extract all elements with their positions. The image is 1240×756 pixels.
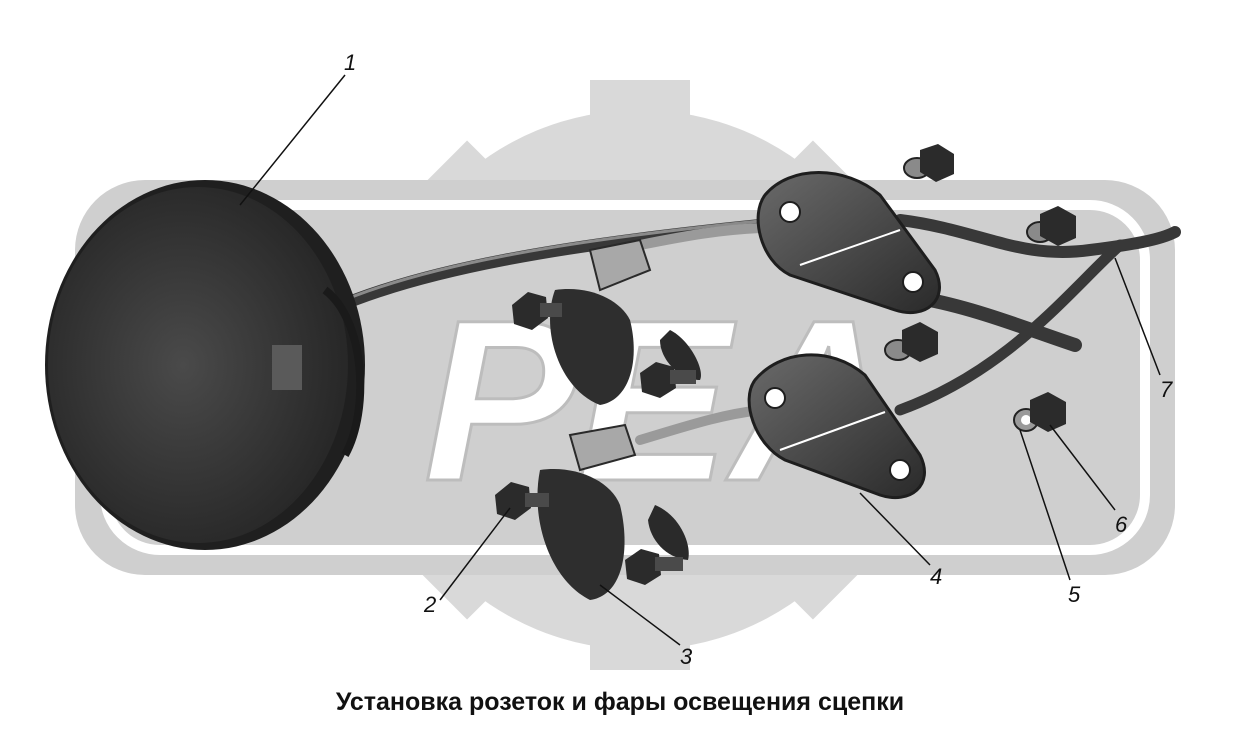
lower-plate-hole-2 — [889, 459, 911, 481]
cable-to-socket-upper — [635, 223, 765, 250]
callout-7: 7 — [1160, 377, 1173, 402]
cable-branch-2 — [923, 293, 1082, 352]
lower-bracket — [568, 423, 637, 472]
upper-socket-bracket — [512, 238, 701, 405]
lamp-label-plate — [272, 345, 302, 390]
lower-socket-body — [537, 469, 625, 600]
leader-5 — [1019, 429, 1071, 581]
upper-bolt-right — [640, 362, 696, 398]
cable-to-socket-lower — [635, 405, 765, 445]
coupling-light-lamp — [45, 180, 365, 550]
upper-socket-body — [550, 289, 634, 405]
callout-labels: 1 2 3 4 5 6 7 — [344, 50, 1173, 669]
leader-7 — [1114, 257, 1161, 376]
figure-caption: Установка розеток и фары освещения сцепк… — [335, 688, 905, 716]
lower-bolt-right — [625, 549, 683, 585]
assembly-illustration: РЕА — [45, 50, 1181, 670]
cable-main-highlight — [328, 219, 762, 308]
upper-bracket — [588, 238, 652, 292]
cable-to-outlet-1 — [894, 214, 1181, 259]
leader-6 — [1049, 424, 1116, 511]
lower-socket-cover — [648, 505, 689, 560]
upper-plate-hole-1 — [779, 201, 801, 223]
upper-socket-cover — [660, 330, 701, 380]
callout-5: 5 — [1068, 582, 1081, 607]
upper-mounting-plate — [756, 171, 941, 315]
callout-3: 3 — [680, 644, 693, 669]
leader-lines — [239, 74, 1161, 646]
upper-bolt-left — [512, 292, 562, 330]
lower-mounting-plate — [747, 353, 926, 500]
upper-plate-hole-2 — [902, 271, 924, 293]
leader-1 — [239, 74, 346, 206]
leader-4 — [859, 492, 931, 566]
callout-4: 4 — [930, 564, 942, 589]
callout-6: 6 — [1115, 512, 1128, 537]
nut-item-6 — [1030, 392, 1066, 432]
leader-3 — [599, 584, 681, 646]
nut-top — [903, 144, 954, 182]
lamp-lens — [48, 187, 348, 543]
callout-1: 1 — [344, 50, 356, 75]
lower-plate-hole-1 — [764, 387, 786, 409]
nut-middle — [884, 322, 938, 362]
callout-2: 2 — [423, 592, 436, 617]
lamp-housing-edge — [322, 286, 365, 457]
cable-harness — [324, 214, 1181, 445]
lower-socket-bracket — [495, 423, 689, 600]
lower-bolt-left — [495, 482, 549, 520]
leader-2 — [439, 507, 511, 601]
nut-right-upper — [1026, 206, 1076, 246]
